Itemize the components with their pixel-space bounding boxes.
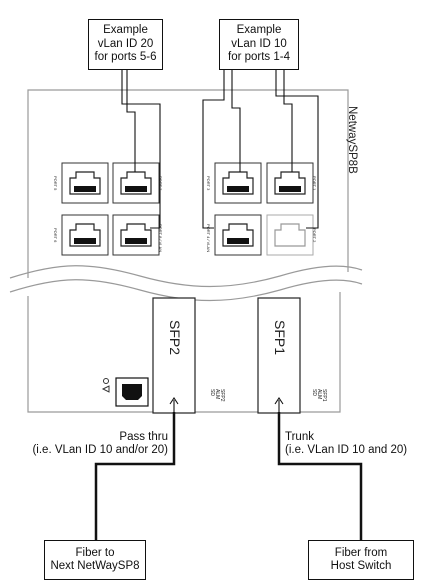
next-netwaysp8-box: Fiber to Next NetWaySP8	[44, 540, 146, 580]
trunk-label: Trunk (i.e. VLan ID 10 and 20)	[285, 431, 408, 456]
vlan10-wire-b	[231, 69, 241, 172]
chassis-top-outline	[27, 89, 349, 278]
port-1-label: PORT 1	[312, 176, 317, 191]
sfp1-led-label: SFP1 ALM SD	[311, 389, 327, 402]
chassis-break-upper	[9, 265, 363, 288]
port-4-label: PORT 4 / VLAN	[206, 224, 211, 253]
host-switch-text: Fiber from Host Switch	[330, 546, 392, 573]
port-3-label: PORT 3	[206, 176, 211, 191]
port-7-label: PORT 7	[158, 176, 163, 191]
port-8-label: PORT 8 / VLAN	[158, 224, 163, 253]
usb-port-socket	[122, 384, 142, 400]
sfp2-module-label: SFP2	[167, 320, 183, 356]
vlan10-wire-d	[283, 69, 293, 172]
sfp2-arrow	[169, 397, 179, 412]
sfp1-module-label: SFP1	[272, 320, 288, 356]
pass-thru-label: Pass thru (i.e. VLan ID 10 and/or 20)	[32, 431, 168, 456]
sfp2-module	[152, 297, 196, 414]
port-5-label: PORT 5	[53, 176, 58, 191]
sfp2-led-label: SFP2 ALM SD	[209, 389, 225, 402]
vlan10-callout-text: Example vLan ID 10 for ports 1-4	[228, 24, 290, 64]
sfp1-module	[257, 297, 301, 414]
host-switch-box: Fiber from Host Switch	[308, 540, 414, 580]
chassis-break-lower	[9, 279, 363, 302]
fiber-right-cable	[277, 412, 363, 540]
device-model-label: NetwaySP8B	[346, 106, 358, 174]
port-2-socket	[274, 223, 306, 247]
vlan20-callout-text: Example vLan ID 20 for ports 5-6	[94, 24, 157, 64]
vlan20-wire-a	[121, 69, 161, 229]
power-led-icon	[101, 385, 110, 393]
next-netwaysp8-text: Fiber to Next NetWaySP8	[50, 546, 140, 573]
vlan10-wire-c	[275, 69, 319, 229]
sfp1-arrow	[274, 397, 284, 412]
port-2-label: PORT 2	[312, 228, 317, 243]
vlan20-wire-b	[126, 69, 136, 172]
port-6-label: PORT 6	[53, 228, 58, 243]
led-indicator	[103, 378, 109, 384]
vlan20-callout: Example vLan ID 20 for ports 5-6	[88, 19, 163, 70]
vlan10-wire-a	[202, 69, 225, 229]
fiber-left-cable	[94, 412, 176, 540]
vlan10-callout: Example vLan ID 10 for ports 1-4	[219, 19, 299, 70]
